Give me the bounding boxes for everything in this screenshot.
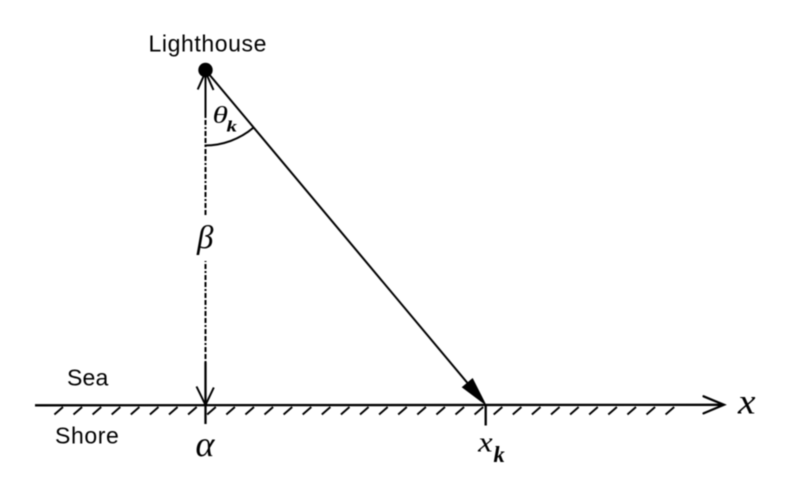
svg-text:k: k <box>227 119 238 136</box>
svg-text:x: x <box>737 382 756 422</box>
svg-text:x: x <box>477 428 493 459</box>
svg-text:Lighthouse: Lighthouse <box>149 31 268 57</box>
svg-text:β: β <box>196 220 214 256</box>
svg-text:Shore: Shore <box>55 423 119 449</box>
svg-text:k: k <box>494 442 506 467</box>
svg-text:θ: θ <box>213 102 229 129</box>
svg-text:Sea: Sea <box>67 365 109 391</box>
svg-text:α: α <box>196 424 216 464</box>
